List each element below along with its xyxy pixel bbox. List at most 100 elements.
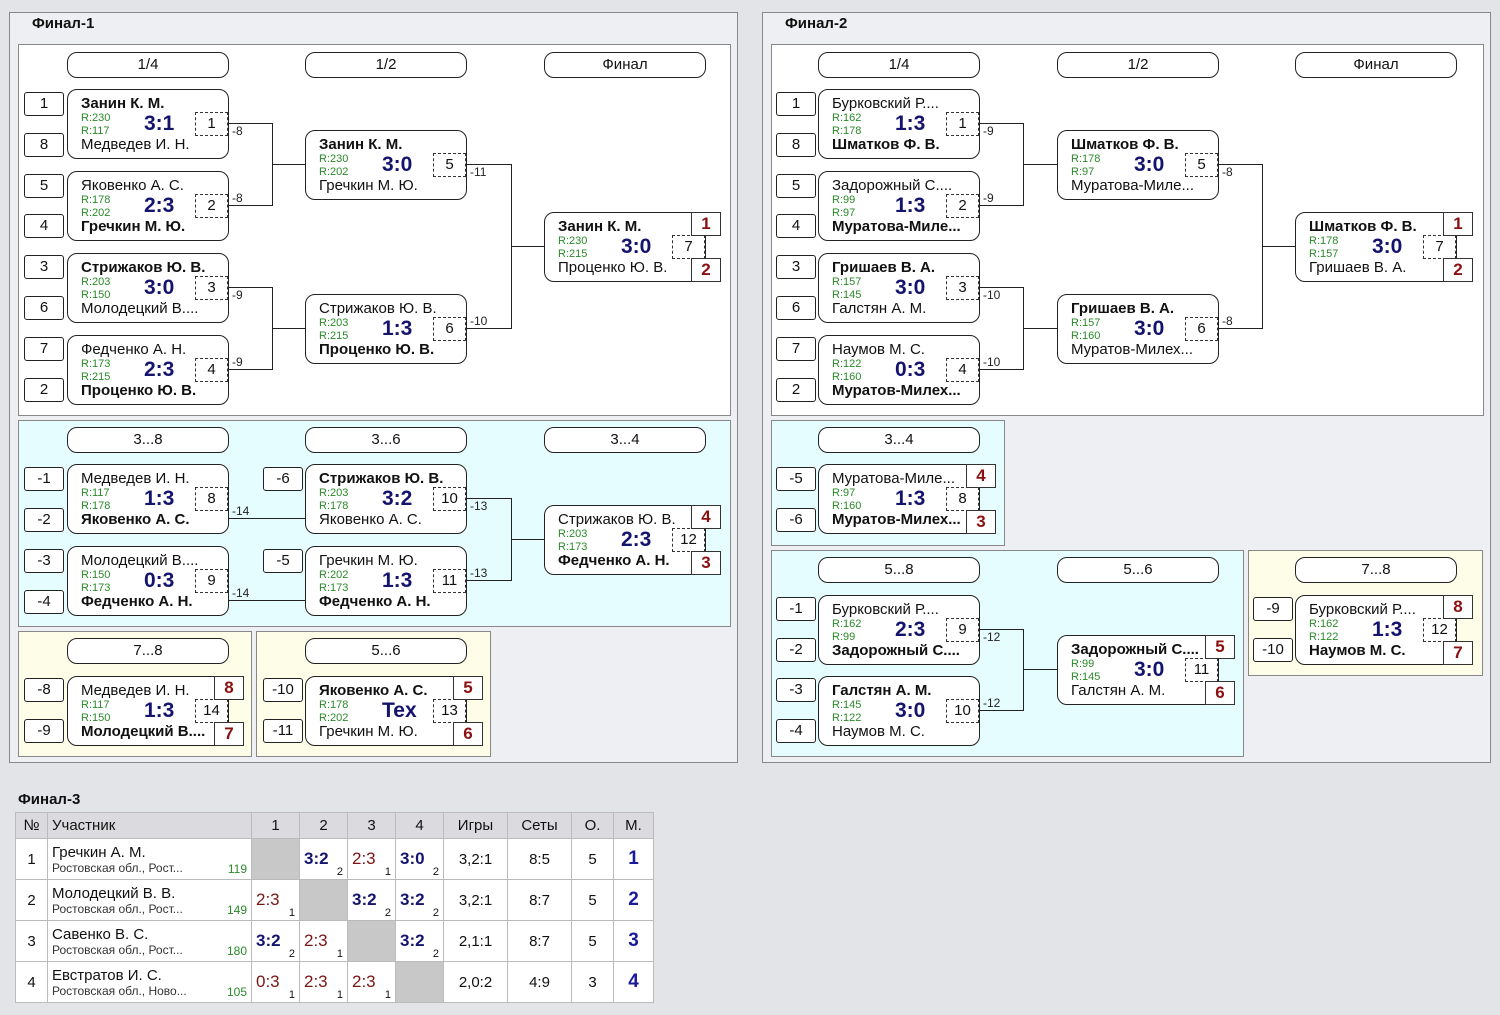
match-box[interactable]: Занин К. М. R:230 R:215 3:0 7 Проценко Ю… [544, 212, 706, 282]
match-box[interactable]: Муратова-Миле... R:97 R:160 1:3 8 Мурато… [818, 464, 980, 534]
table-row[interactable]: 2 Молодецкий В. В.Ростовская обл., Рост.… [15, 879, 654, 921]
match-box[interactable]: Молодецкий В.... R:150 R:173 0:3 9 Федче… [67, 546, 229, 616]
loser-label: -14 [232, 586, 250, 600]
col-points-header: О. [571, 812, 614, 839]
match-box[interactable]: Шматков Ф. В. R:178 R:157 3:0 7 Гришаев … [1295, 212, 1457, 282]
match-box[interactable]: Шматков Ф. В. R:178 R:97 3:0 5 Муратова-… [1057, 130, 1219, 200]
player-name: Гречкин М. Ю. [319, 552, 418, 569]
player-rating: R:145 [1071, 671, 1101, 683]
match-number: 3 [195, 276, 228, 300]
match-number: 13 [433, 699, 466, 723]
place-cell: 2 [613, 879, 654, 921]
round-header: 5...6 [305, 638, 467, 664]
result-score: 3:2 [400, 931, 425, 950]
match-box[interactable]: Наумов М. С. R:122 R:160 0:3 4 Муратов-М… [818, 335, 980, 405]
place-badge: 4 [691, 505, 721, 529]
player-name: Яковенко А. С. [319, 682, 428, 699]
match-box[interactable]: Стрижаков Ю. В. R:203 R:215 1:3 6 Процен… [305, 294, 467, 364]
points-cell: 5 [571, 838, 614, 880]
seed-label: 3 [776, 255, 816, 279]
place-badge: 2 [691, 258, 721, 282]
player-rating: R:230 [558, 235, 588, 247]
result-score: 3:2 [256, 931, 281, 950]
player-rating: R:178 [319, 699, 349, 711]
bracket-line [980, 205, 1023, 206]
row-number: 1 [15, 838, 48, 880]
player-name: Муратова-Миле... [832, 470, 956, 487]
participant-region: Ростовская обл., Ново... [52, 983, 187, 998]
player-rating: R:117 [81, 699, 110, 711]
match-box[interactable]: Занин К. М. R:230 R:117 3:1 1 Медведев И… [67, 89, 229, 159]
sets-cell: 4:9 [507, 961, 572, 1003]
bracket-line [980, 123, 1023, 124]
loser-label: -8 [232, 191, 243, 205]
match-box[interactable]: Медведев И. Н. R:117 R:178 1:3 8 Яковенк… [67, 464, 229, 534]
match-box[interactable]: Стрижаков Ю. В. R:203 R:173 2:3 12 Федче… [544, 505, 706, 575]
bracket-line [1219, 164, 1262, 165]
player-rating: R:157 [1309, 248, 1339, 260]
match-box[interactable]: Стрижаков Ю. В. R:203 R:150 3:0 3 Молоде… [67, 253, 229, 323]
place-cell: 3 [613, 920, 654, 962]
match-box[interactable]: Галстян А. М. R:145 R:122 3:0 10 Наумов … [818, 676, 980, 746]
player-rating: R:203 [81, 276, 111, 288]
match-box[interactable]: Бурковский Р.... R:162 R:122 1:3 12 Наум… [1295, 595, 1457, 665]
bracket-line [1023, 669, 1057, 670]
match-box[interactable]: Яковенко А. С. R:178 R:202 Tex 13 Гречки… [305, 676, 467, 746]
player-rating: R:99 [832, 631, 856, 643]
match-box[interactable]: Задорожный С.... R:99 R:97 1:3 2 Муратов… [818, 171, 980, 241]
row-number: 4 [15, 961, 48, 1003]
result-score: 2:3 [352, 849, 376, 868]
table-row[interactable]: 3 Савенко В. С.Ростовская обл., Рост...1… [15, 920, 654, 962]
player-rating: R:178 [81, 500, 111, 512]
player-rating: R:215 [319, 330, 349, 342]
match-box[interactable]: Гречкин М. Ю. R:202 R:173 1:3 11 Федченк… [305, 546, 467, 616]
match-box[interactable]: Бурковский Р.... R:162 R:99 2:3 9 Задоро… [818, 595, 980, 665]
bracket-line [511, 539, 544, 540]
match-score: 2:3 [144, 358, 175, 381]
seed-label: 7 [24, 337, 64, 361]
match-box[interactable]: Занин К. М. R:230 R:202 3:0 5 Гречкин М.… [305, 130, 467, 200]
match-box[interactable]: Гришаев В. А. R:157 R:160 3:0 6 Муратов-… [1057, 294, 1219, 364]
seed-label: -9 [1253, 597, 1293, 621]
place-badge: 5 [1205, 635, 1235, 659]
match-number: 7 [1423, 235, 1456, 259]
round-header: 5...8 [818, 557, 980, 583]
seed-label: 5 [776, 174, 816, 198]
match-score: 1:3 [382, 569, 413, 592]
match-number: 14 [195, 699, 228, 723]
place-cell: 1 [613, 838, 654, 880]
match-score: Tex [382, 699, 417, 722]
loser-label: -10 [470, 314, 488, 328]
player-rating: R:145 [832, 699, 862, 711]
match-box[interactable]: Задорожный С.... R:99 R:145 3:0 11 Галст… [1057, 635, 1219, 705]
match-box[interactable]: Яковенко А. С. R:178 R:202 2:3 2 Гречкин… [67, 171, 229, 241]
player-rating: R:122 [1309, 631, 1339, 643]
player-rating: R:162 [832, 112, 862, 124]
player-name: Гришаев В. А. [1309, 259, 1407, 276]
table-row[interactable]: 4 Евстратов И. С.Ростовская обл., Ново..… [15, 961, 654, 1003]
match-box[interactable]: Стрижаков Ю. В. R:203 R:178 3:2 10 Якове… [305, 464, 467, 534]
self-cell [347, 920, 396, 962]
participant-cell: Гречкин А. М.Ростовская обл., Рост...119 [47, 838, 252, 880]
table-header-row: № Участник 1 2 3 4 Игры Сеты О. М. [15, 812, 654, 839]
bracket-line [229, 287, 272, 288]
seed-label: -2 [776, 638, 816, 662]
match-box[interactable]: Федченко А. Н. R:173 R:215 2:3 4 Проценк… [67, 335, 229, 405]
loser-label: -10 [983, 355, 1001, 369]
seed-label: -3 [24, 549, 64, 573]
match-number: 12 [672, 528, 705, 552]
sets-cell: 8:7 [507, 879, 572, 921]
match-box[interactable]: Гришаев В. А. R:157 R:145 3:0 3 Галстян … [818, 253, 980, 323]
match-box[interactable]: Бурковский Р.... R:162 R:178 1:3 1 Шматк… [818, 89, 980, 159]
result-points: 2 [336, 866, 343, 878]
player-name: Яковенко А. С. [81, 177, 184, 194]
match-score: 2:3 [621, 528, 652, 551]
round-header: 3...4 [544, 427, 706, 453]
result-points: 1 [288, 989, 295, 1001]
match-score: 3:0 [382, 153, 413, 176]
place-badge: 8 [214, 676, 244, 700]
match-box[interactable]: Медведев И. Н. R:117 R:150 1:3 14 Молоде… [67, 676, 229, 746]
result-points: 2 [288, 948, 295, 960]
match-score: 1:3 [382, 317, 413, 340]
table-row[interactable]: 1 Гречкин А. М.Ростовская обл., Рост...1… [15, 838, 654, 880]
